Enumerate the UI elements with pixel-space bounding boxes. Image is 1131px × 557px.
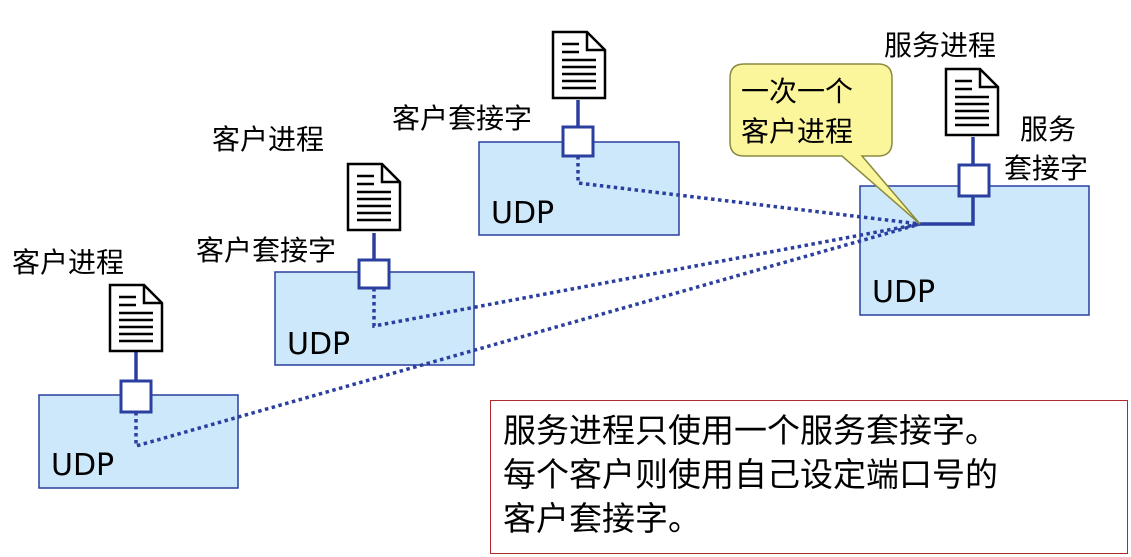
server-process-label: 服务进程 [884, 29, 996, 62]
server-socket-icon [957, 163, 991, 198]
client-2-socket-label: 客户套接字 [196, 234, 336, 267]
client-1-udp-label: UDP [51, 448, 114, 483]
client-3-process-document-icon [551, 30, 607, 100]
client-2-udp-label: UDP [287, 327, 350, 362]
callout-line-1: 一次一个 [741, 75, 853, 108]
connection-client-3 [576, 156, 921, 226]
client-2-socket-icon [357, 258, 391, 290]
callout-line-2: 客户进程 [741, 115, 853, 148]
note-line-1: 服务进程只使用一个服务套接字。 [503, 411, 998, 450]
connection-client-1 [134, 222, 921, 449]
client-3-socket-label: 客户套接字 [392, 102, 532, 135]
client-1-process-document-icon [108, 283, 164, 353]
client-3-socket-icon [561, 125, 595, 158]
client-1-process-label: 客户进程 [12, 246, 124, 279]
dotted-connections [134, 156, 921, 449]
note-line-2: 每个客户则使用自己设定端口号的 [503, 455, 998, 494]
client-1-socket-icon [119, 379, 153, 414]
connection-client-2 [372, 222, 921, 329]
server-socket-link [920, 196, 975, 226]
client-2-process-label: 客户进程 [212, 123, 324, 156]
server-socket-label-line2: 套接字 [1004, 152, 1088, 185]
client-2-process-document-icon [346, 162, 402, 232]
client-3-udp-label: UDP [491, 196, 554, 231]
callout-bubble [729, 63, 921, 225]
server-socket-label-line1: 服务 [1020, 113, 1076, 146]
note-line-3: 客户套接字。 [503, 499, 701, 538]
server-process-document-icon [944, 67, 1000, 137]
summary-note: 服务进程只使用一个服务套接字。 每个客户则使用自己设定端口号的 客户套接字。 [490, 400, 1128, 554]
server-udp-label: UDP [872, 275, 935, 310]
